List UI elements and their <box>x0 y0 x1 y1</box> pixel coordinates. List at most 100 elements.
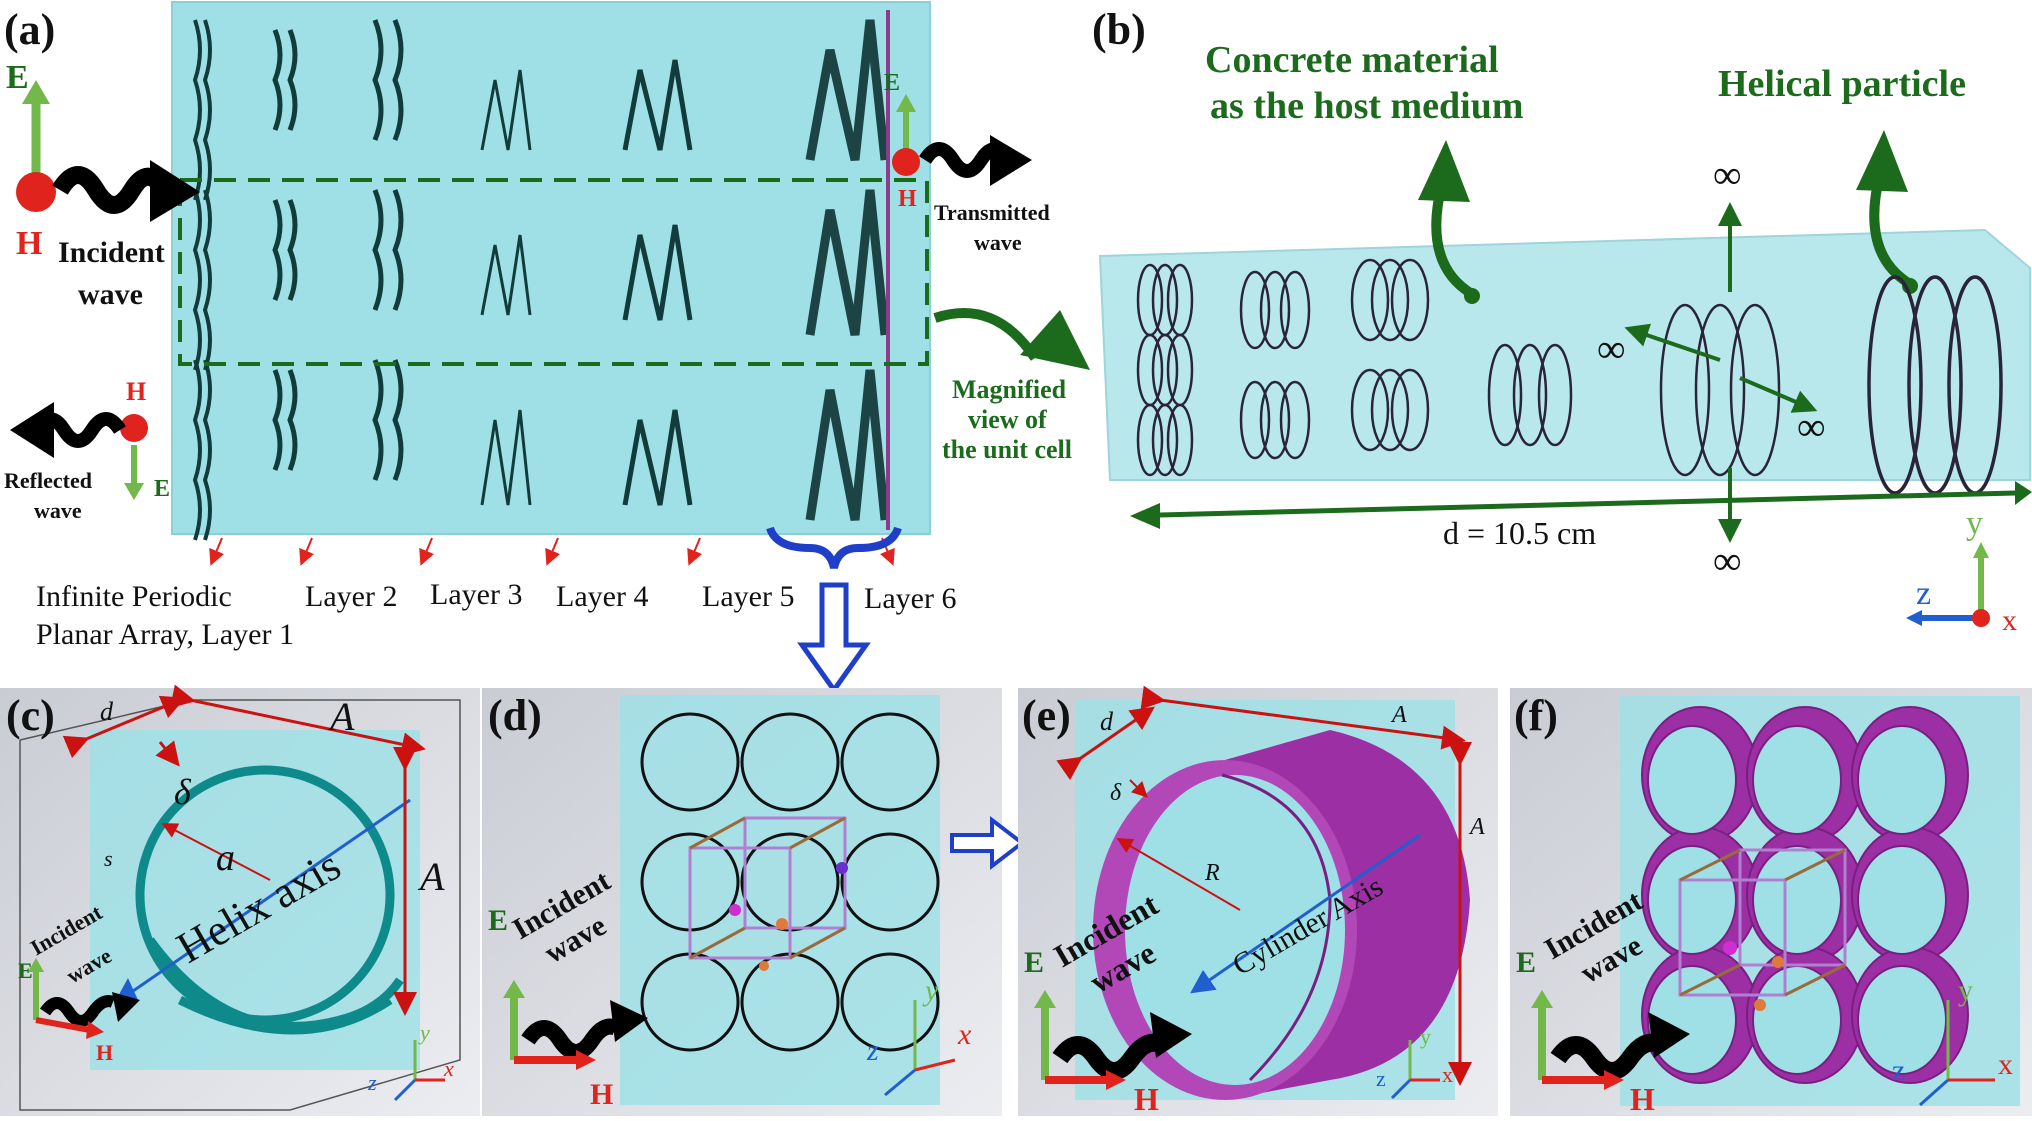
layer-4-label: Layer 4 <box>556 580 648 613</box>
A-top-e <box>1140 685 1466 750</box>
axis-z-c: z <box>367 1070 377 1095</box>
marker-orange-f2 <box>1754 999 1766 1011</box>
infinity-left: ∞ <box>1597 326 1626 371</box>
e-field-arrowhead-r <box>124 483 144 500</box>
h-field-dot-t <box>892 148 920 176</box>
incident-wave-icon <box>52 166 162 214</box>
delta-label-e: δ <box>1110 780 1122 806</box>
wave-icon-c <box>40 995 116 1027</box>
d-label-c: d <box>100 697 114 726</box>
layer-pointers <box>209 537 895 566</box>
axes-triad-d: y x z <box>866 974 972 1097</box>
axis-y-e: y <box>1420 1024 1431 1049</box>
d-dimension-left-arrowhead <box>1130 503 1160 529</box>
panel-f-label: (f) <box>1514 691 1558 740</box>
marker-purple <box>836 862 848 874</box>
axes-triad-e: y x z <box>1376 1024 1453 1100</box>
layer-labels: Infinite Periodic Planar Array, Layer 1 … <box>36 578 956 651</box>
helix-cluster-1 <box>1136 263 1194 477</box>
incident-wave-group: E H Incident wave <box>6 59 200 311</box>
panel-d-label: (d) <box>488 691 542 740</box>
reflected-label-1: Reflected <box>4 468 92 493</box>
axis-y-c: y <box>418 1020 430 1045</box>
s-label-c: s <box>104 846 113 871</box>
concrete-callout-arrow <box>1431 182 1475 299</box>
helix-axis-arrowhead <box>116 978 138 1000</box>
panel-e: (e) Cylinder Axis R δ d A A Incident wav… <box>1018 685 1498 1117</box>
array-slab <box>171 1 931 535</box>
magnified-label-1: Magnified <box>952 375 1067 404</box>
axes-triad-f: y x z <box>1892 974 2013 1107</box>
h-label-e: H <box>1134 1081 1159 1116</box>
panel-d: (d) Incident wave E H <box>482 688 1002 1116</box>
axis-y-d: y <box>922 974 939 1007</box>
magnified-label-2: view of <box>968 405 1047 434</box>
panel-a: (a) <box>4 1 1090 695</box>
infinity-bottom: ∞ <box>1713 538 1742 583</box>
transmitted-label-1: Transmitted <box>934 200 1050 225</box>
cylinder-grid-f <box>1641 706 1969 1084</box>
e-field-arrowhead <box>22 80 50 104</box>
magnified-arrow <box>933 308 1040 361</box>
axes-triad-b: y z x <box>1906 505 2017 637</box>
layer-3-label: Layer 3 <box>430 578 522 611</box>
panel-e-label: (e) <box>1022 691 1071 740</box>
incident-wave-label-1: Incident <box>58 236 165 269</box>
marker-pink <box>729 904 741 916</box>
helix-cluster-2 <box>1239 270 1311 460</box>
helices-group <box>1136 258 2003 495</box>
concrete-callout-arrowhead <box>1418 140 1470 202</box>
radius-a-label: a <box>216 837 235 879</box>
transmitted-wave-group: E H Transmitted wave <box>884 70 1050 255</box>
e-label-d: E <box>488 904 508 937</box>
axis-z-d: z <box>866 1034 879 1067</box>
panel-b: (b) Concrete material as the host medium… <box>1092 5 2032 637</box>
h-field-dot-r <box>120 414 148 442</box>
axis-y-label: y <box>1966 505 1983 542</box>
A-top-label-e: A <box>1390 702 1407 728</box>
radius-R-line <box>1116 837 1241 911</box>
axis-x-c: x <box>443 1056 454 1081</box>
helix-layer-3 <box>372 19 404 481</box>
layer-1-label-2: Planar Array, Layer 1 <box>36 618 294 651</box>
axis-x-d: x <box>957 1018 972 1051</box>
h-arrow-c <box>35 1017 91 1033</box>
panel-c-label: (c) <box>6 691 55 740</box>
A-side-label-c: A <box>417 854 445 899</box>
A-side-label-e: A <box>1468 814 1485 840</box>
right-hollow-arrow <box>950 815 1026 871</box>
marker-orange-f1 <box>1772 956 1784 968</box>
reflected-wave-icon <box>39 412 126 448</box>
layer-1-label: Infinite Periodic <box>36 580 232 613</box>
infinity-top: ∞ <box>1713 152 1742 197</box>
e-label-c: E <box>18 958 33 983</box>
reflected-label-2: wave <box>34 498 82 523</box>
infinity-right: ∞ <box>1797 404 1826 449</box>
wave-icon-f <box>1550 1033 1662 1080</box>
d-label-e: d <box>1100 707 1114 736</box>
e-label-e: E <box>1024 946 1044 979</box>
wave-icon-e <box>1052 1033 1164 1080</box>
helical-callout-arrow <box>1869 172 1913 289</box>
incident-wave-arrowhead <box>150 160 200 222</box>
helix-cluster-3 <box>1350 258 1430 452</box>
axis-z-label: z <box>1916 575 1931 612</box>
A-top-label-c: A <box>327 694 355 739</box>
reflected-wave-arrowhead <box>10 402 54 458</box>
A-top-c <box>169 684 426 757</box>
helix-4 <box>1487 343 1573 447</box>
axes-triad-c: y x z <box>367 1020 454 1102</box>
h-label-c: H <box>96 1040 113 1065</box>
helix-5 <box>1659 303 1781 477</box>
layer-2-label: Layer 2 <box>305 580 397 613</box>
e-field-label: E <box>6 59 29 96</box>
panel-b-label: (b) <box>1092 5 1146 54</box>
down-hollow-arrow <box>797 582 871 695</box>
d-dimension-label: d = 10.5 cm <box>1443 515 1596 551</box>
layer-5-label: Layer 5 <box>702 580 794 613</box>
h-field-label-r: H <box>126 377 146 406</box>
helix-layer-1 <box>192 19 212 541</box>
d-dimension-e <box>1056 706 1155 781</box>
transmitted-wave-icon <box>919 142 1006 178</box>
